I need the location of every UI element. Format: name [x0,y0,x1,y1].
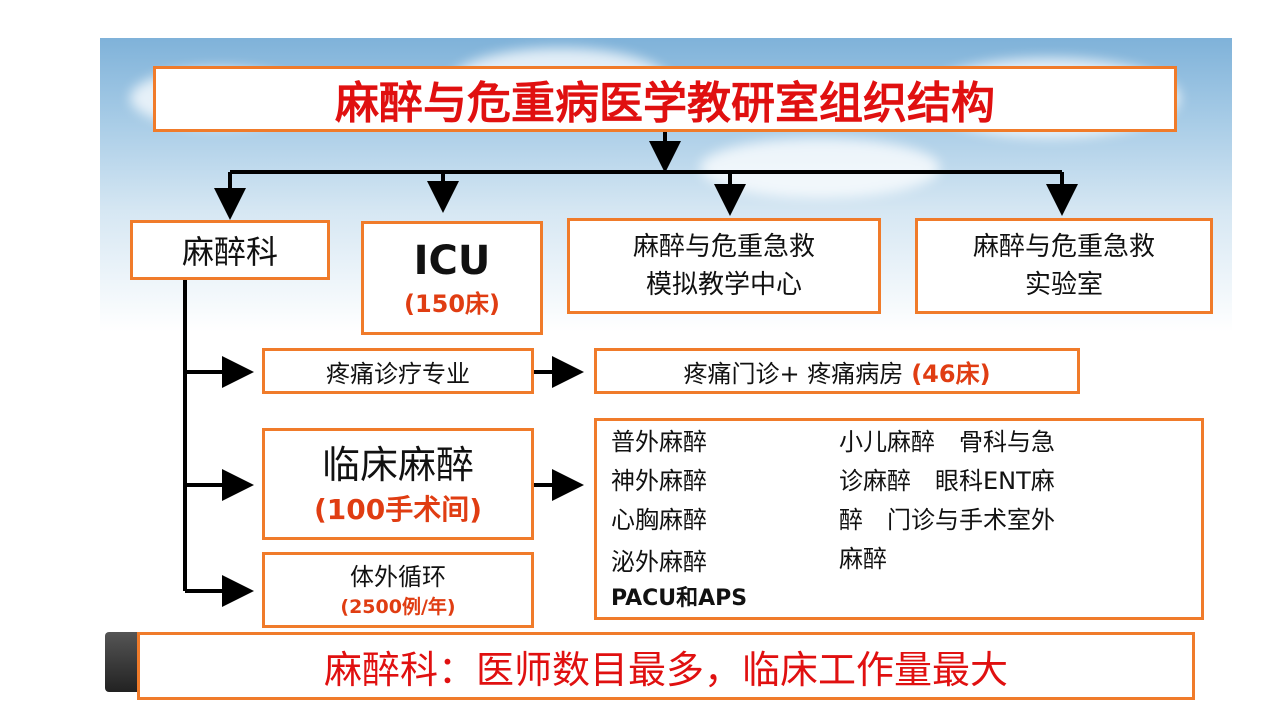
subspecialty-item: 神外麻醉 [611,467,707,495]
lab-box: 麻醉与危重急救 实验室 [915,218,1213,314]
chart-title: 麻醉与危重病医学教研室组织结构 [335,78,995,129]
pain-beds: (46床) [911,359,991,388]
anesthesia-dept-label: 麻醉科 [181,233,278,271]
subspecialty-item: 麻醉 [839,545,887,573]
subspecialty-item: 小儿麻醉 骨科与急 [839,428,1055,456]
subspecialty-item: 诊麻醉 眼科ENT麻 [839,467,1055,495]
sim-center-line2: 模拟教学中心 [645,270,802,300]
pain-label: 疼痛诊疗专业 [326,359,470,388]
sim-center-box: 麻醉与危重急救 模拟教学中心 [567,218,881,314]
clinical-rooms: (100手术间) [313,493,483,526]
icu-beds: (150床) [403,290,501,318]
clinical-label: 临床麻醉 [321,443,474,487]
subspecialty-item: 泌外麻醉 [611,548,707,576]
pain-detail: 疼痛门诊+ 疼痛病房 [683,359,904,388]
icu-box: ICU (150床) [361,221,543,335]
subspecialty-col-left: 普外麻醉 神外麻醉 心胸麻醉 泌外麻醉 PACU和APS [611,423,747,616]
lab-line2: 实验室 [1024,270,1103,300]
subspecialty-item: PACU和APS [611,586,748,611]
slide-corner-graphic [105,632,141,692]
subspecialty-col-right: 小儿麻醉 骨科与急 诊麻醉 眼科ENT麻 醉 门诊与手术室外 麻醉 [839,423,1055,579]
sim-center-line1: 麻醉与危重急救 [632,232,815,262]
subspecialty-box: 普外麻醉 神外麻醉 心胸麻醉 泌外麻醉 PACU和APS 小儿麻醉 骨科与急 诊… [594,418,1204,620]
anesthesia-dept-box: 麻醉科 [130,220,330,280]
cpb-label: 体外循环 [350,563,446,591]
title-box: 麻醉与危重病医学教研室组织结构 [153,66,1177,132]
clinical-box: 临床麻醉 (100手术间) [262,428,534,540]
subspecialty-item: 心胸麻醉 [611,506,707,534]
subspecialty-item: 普外麻醉 [611,428,707,456]
icu-label: ICU [413,238,491,284]
footer-box: 麻醉科：医师数目最多，临床工作量最大 [137,632,1195,700]
footer-text: 麻醉科：医师数目最多，临床工作量最大 [323,647,1008,692]
pain-detail-box: 疼痛门诊+ 疼痛病房 (46床) [594,348,1080,394]
cpb-cases: (2500例/年) [340,596,456,618]
cpb-box: 体外循环 (2500例/年) [262,552,534,628]
lab-line1: 麻醉与危重急救 [972,232,1155,262]
subspecialty-item: 醉 门诊与手术室外 [839,506,1055,534]
pain-box: 疼痛诊疗专业 [262,348,534,394]
